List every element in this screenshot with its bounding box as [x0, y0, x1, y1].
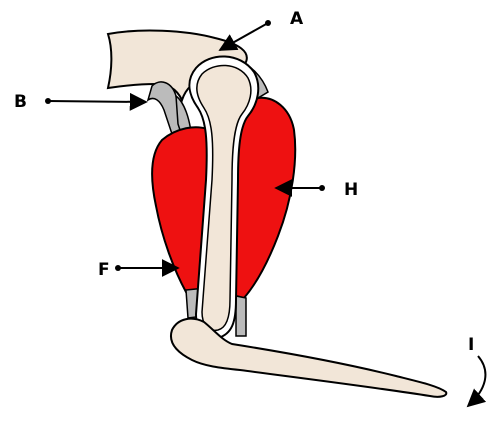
tendon-triceps-insertion	[236, 296, 246, 336]
label-b: B	[14, 92, 27, 112]
label-i: I	[468, 335, 474, 355]
rotation-arrow-i	[468, 356, 485, 406]
pointer-b	[45, 98, 146, 104]
muscle-h	[236, 98, 295, 298]
label-a: A	[290, 9, 304, 29]
forearm	[171, 319, 446, 397]
label-f: F	[98, 260, 110, 280]
pointer-f	[115, 265, 178, 271]
pointer-a	[220, 20, 271, 50]
label-h: H	[344, 180, 358, 200]
